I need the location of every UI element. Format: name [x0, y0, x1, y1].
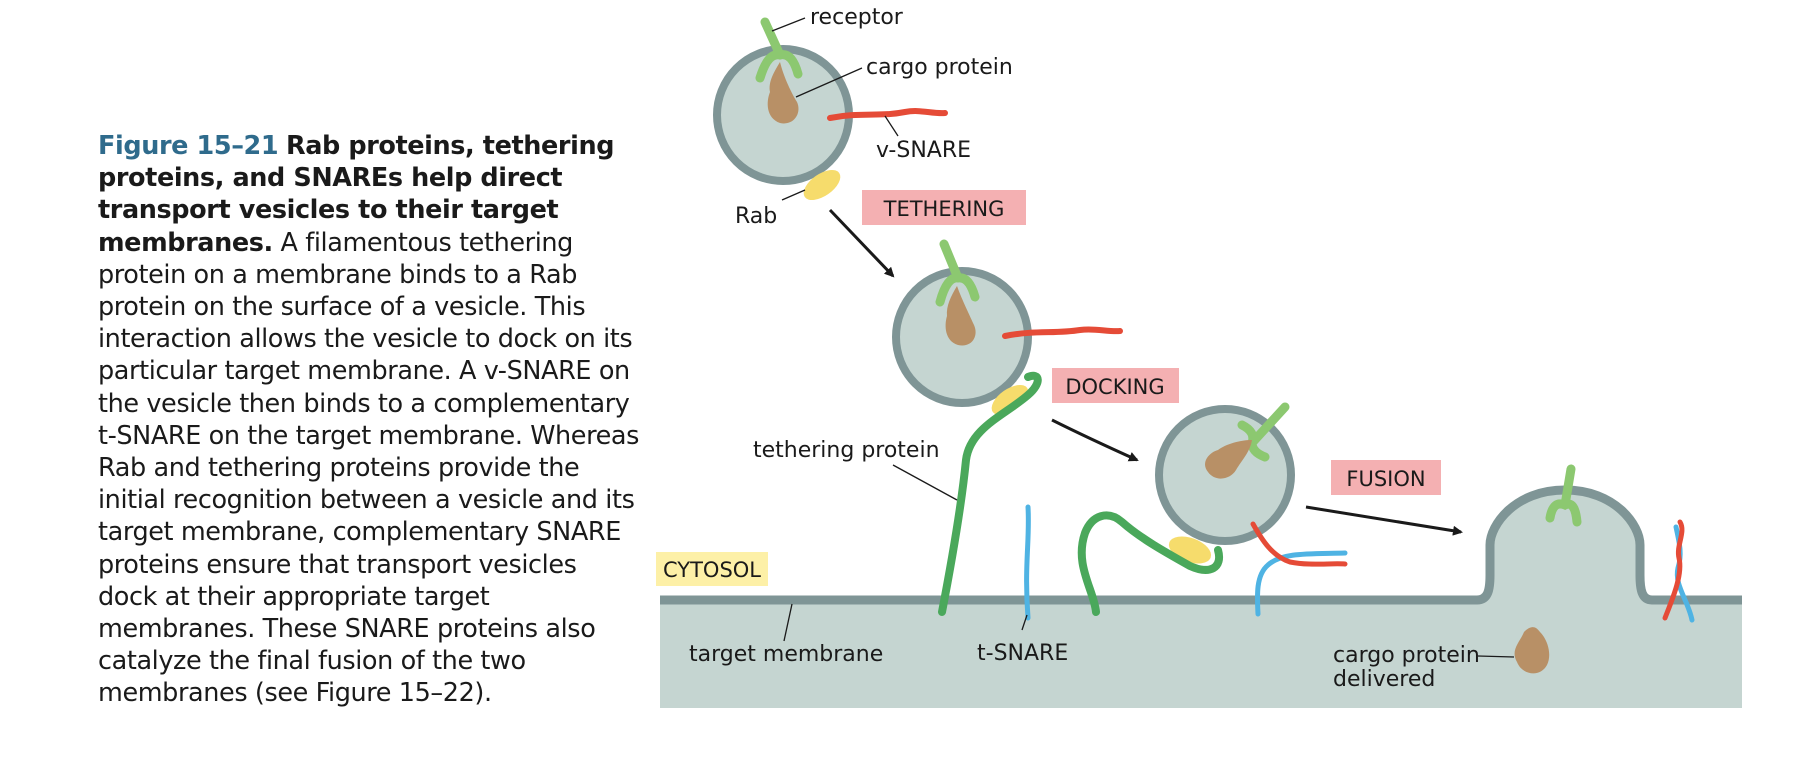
vesicle-tethered	[892, 239, 1123, 416]
label-rab: Rab	[735, 204, 777, 229]
label-target-membrane: target membrane	[689, 642, 883, 667]
v-snare-docking	[1250, 521, 1348, 567]
leader-t-snare	[1021, 614, 1028, 631]
rab-shape	[803, 169, 841, 201]
stage-box-docking	[1052, 368, 1179, 403]
stage-label-docking: DOCKING	[1065, 375, 1164, 399]
leader-tethering-protein	[892, 464, 958, 501]
stage-box-tethering	[862, 190, 1026, 225]
leader-target-membrane	[783, 603, 793, 642]
target-lumen	[660, 490, 1742, 708]
leader-v-snare	[884, 115, 899, 137]
label-t-snare: t-SNARE	[977, 641, 1068, 666]
figure-number: Figure 15–21	[98, 131, 279, 161]
label-cargo-delivered-1: cargo protein	[1333, 643, 1480, 668]
leader-rab	[781, 189, 806, 201]
receptor-shape	[755, 17, 803, 83]
cytosol-box	[656, 552, 768, 586]
arrow-to-tethering	[828, 208, 895, 278]
label-v-snare: v-SNARE	[876, 138, 971, 163]
arrow-to-docking	[1051, 418, 1139, 462]
v-snare-shape	[827, 108, 948, 121]
arrow-to-fusion	[1305, 505, 1463, 536]
stage-label-tethering: TETHERING	[883, 197, 1005, 221]
receptor-fused	[1545, 464, 1582, 527]
stage-box-fusion	[1331, 460, 1441, 495]
label-receptor: receptor	[810, 5, 904, 30]
vesicle-initial	[713, 17, 948, 201]
stage-label-fusion: FUSION	[1346, 467, 1425, 491]
leader-receptor	[771, 17, 806, 32]
label-tethering-protein: tethering protein	[753, 438, 940, 463]
figure-body: A filamentous tethering protein on a mem…	[98, 227, 640, 709]
cargo-protein-shape	[767, 62, 799, 124]
figure-title: Rab proteins, tethering proteins, and SN…	[98, 131, 615, 258]
label-cargo-delivered-2: delivered	[1333, 667, 1435, 692]
tethering-protein-docking	[1077, 511, 1224, 616]
leader-cargo-delivered	[1477, 655, 1515, 658]
tethering-protein-shape	[938, 371, 1042, 616]
vesicle-docked	[1155, 402, 1295, 564]
leader-cargo	[795, 67, 863, 98]
cargo-delivered-shape	[1514, 627, 1550, 674]
v-snare-fused	[1662, 519, 1685, 621]
label-cargo-protein: cargo protein	[866, 55, 1013, 80]
t-snare-docking	[1254, 550, 1348, 617]
t-snare-shape	[1024, 504, 1031, 621]
cytosol-label: CYTOSOL	[663, 558, 761, 582]
figure-caption: Figure 15–21 Rab proteins, tethering pro…	[98, 130, 643, 710]
